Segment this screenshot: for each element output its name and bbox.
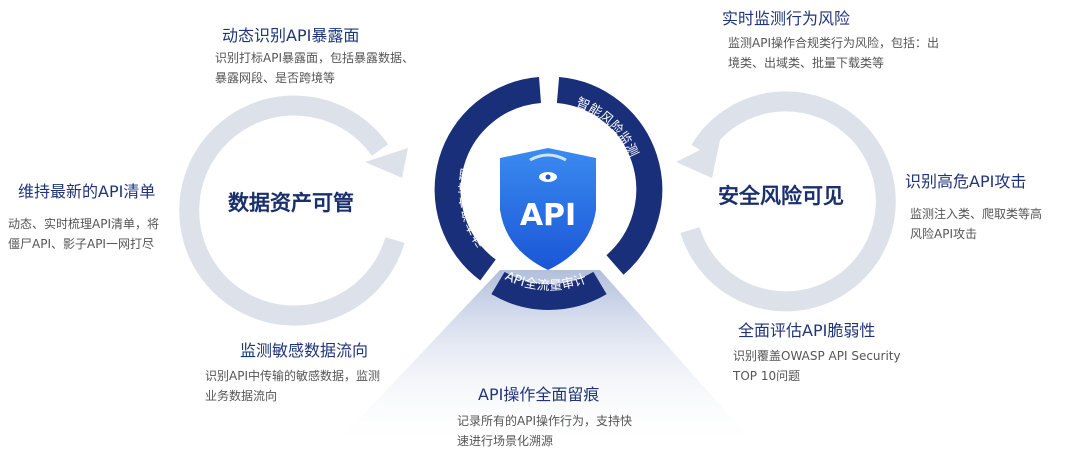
feature-desc: 识别打标API暴露面，包括暴露数据、暴露网段、是否跨境等 xyxy=(215,51,414,85)
feature-desc: 记录所有的API操作行为，支持快速进行场景化溯源 xyxy=(457,414,632,448)
feature-desc: 监测API操作合规类行为风险，包括：出境类、出域类、批量下载类等 xyxy=(728,36,939,70)
feature-title: 维持最新的API清单 xyxy=(18,182,156,201)
right-cycle-arrow xyxy=(676,91,896,312)
center-ring xyxy=(434,77,663,310)
feature-title: 实时监测行为风险 xyxy=(722,9,851,28)
feature-desc: 识别API中传输的敏感数据，监测业务数据流向 xyxy=(205,369,380,403)
hub-data-assets: 数据资产可管 xyxy=(228,191,354,215)
feature-desc: 监测注入类、爬取类等高风险API攻击 xyxy=(910,207,1043,241)
feature-title: 动态识别API暴露面 xyxy=(222,26,360,45)
left-cycle-arrow xyxy=(179,95,408,326)
feature-title: 监测敏感数据流向 xyxy=(240,341,369,360)
hub-security-risk: 安全风险可见 xyxy=(718,184,844,208)
feature-title: API操作全面留痕 xyxy=(478,385,600,404)
shield-logo xyxy=(500,148,596,270)
feature-title: 识别高危API攻击 xyxy=(905,172,1027,191)
feature-title: 全面评估API脆弱性 xyxy=(738,321,876,340)
feature-desc: 动态、实时梳理API清单，将僵尸API、影子API一网打尽 xyxy=(8,217,159,251)
light-cone xyxy=(330,270,760,450)
